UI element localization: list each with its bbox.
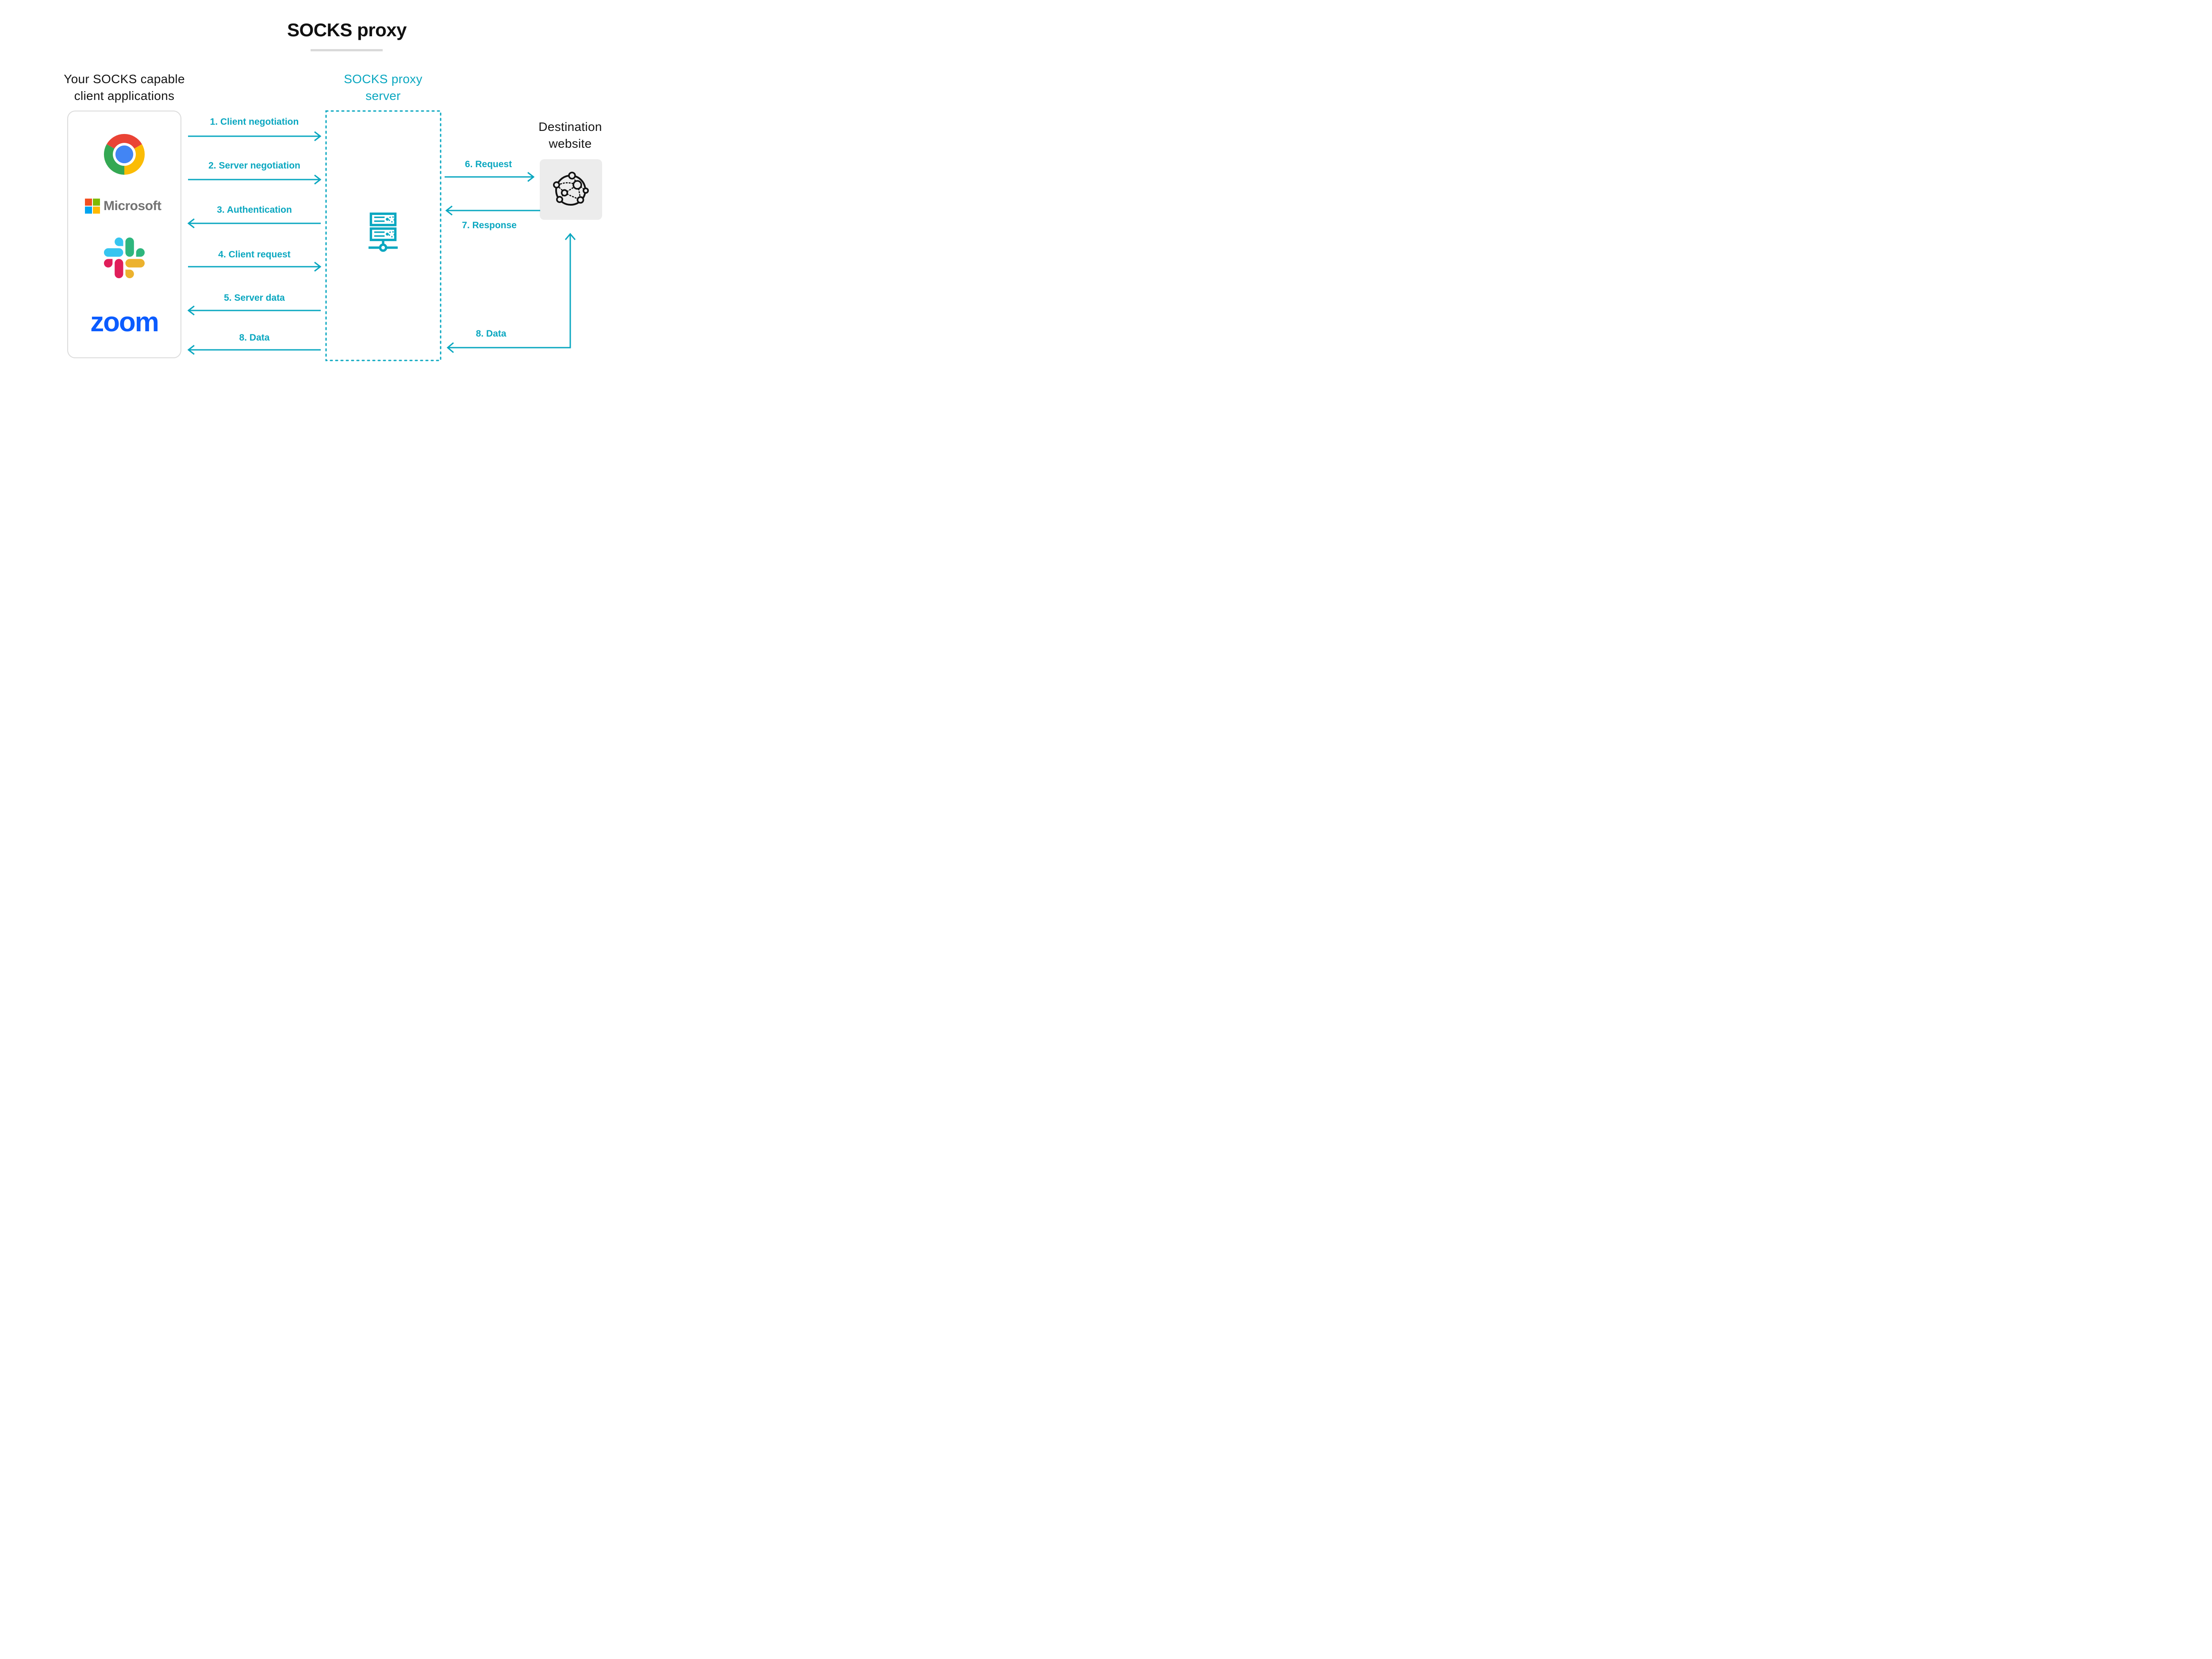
flow-arrow-authentication [188, 218, 321, 229]
chrome-logo-icon [104, 134, 145, 175]
flow-label-data-destination: 8. Data [476, 329, 507, 339]
flow-arrow-client-request [188, 261, 321, 272]
flow-label-request: 6. Request [465, 159, 512, 169]
flow-label-data-client: 8. Data [239, 333, 270, 343]
flow-arrow-server-negotiation [188, 174, 321, 185]
flow-arrow-data-destination [446, 233, 576, 353]
destination-heading-line2: website [549, 137, 592, 150]
client-section-heading: Your SOCKS capable client applications [64, 71, 185, 104]
server-icon [369, 212, 398, 252]
client-heading-line2: client applications [74, 89, 175, 103]
page-title: SOCKS proxy [287, 19, 407, 40]
proxy-heading-line1: SOCKS proxy [344, 72, 422, 86]
globe-network-icon [553, 172, 589, 206]
zoom-logo: zoom [67, 307, 181, 337]
flow-arrow-server-data [188, 305, 321, 316]
socks-proxy-diagram: SOCKS proxy Your SOCKS capable client ap… [0, 0, 694, 390]
microsoft-logo: Microsoft [85, 197, 165, 215]
title-underline [311, 49, 383, 51]
destination-heading-line1: Destination [538, 120, 602, 134]
flow-arrow-request [445, 172, 534, 182]
flow-label-server-data: 5. Server data [224, 293, 285, 303]
flow-label-authentication: 3. Authentication [217, 205, 292, 215]
flow-label-server-negotiation: 2. Server negotiation [208, 161, 300, 171]
destination-section-heading: Destination website [538, 119, 602, 152]
flow-arrow-data-client [188, 345, 321, 355]
flow-label-response: 7. Response [462, 220, 517, 230]
client-heading-line1: Your SOCKS capable [64, 72, 185, 86]
flow-label-client-request: 4. Client request [218, 249, 291, 260]
microsoft-squares-icon [85, 199, 100, 214]
slack-logo-icon [104, 238, 145, 278]
flow-label-client-negotiation: 1. Client negotiation [210, 117, 299, 127]
proxy-heading-line2: server [365, 89, 401, 103]
flow-arrow-client-negotiation [188, 131, 321, 142]
proxy-server-box [325, 110, 442, 361]
proxy-section-heading: SOCKS proxy server [344, 71, 422, 104]
microsoft-wordmark: Microsoft [104, 199, 161, 213]
flow-arrow-response [445, 205, 540, 216]
zoom-wordmark: zoom [90, 307, 159, 337]
